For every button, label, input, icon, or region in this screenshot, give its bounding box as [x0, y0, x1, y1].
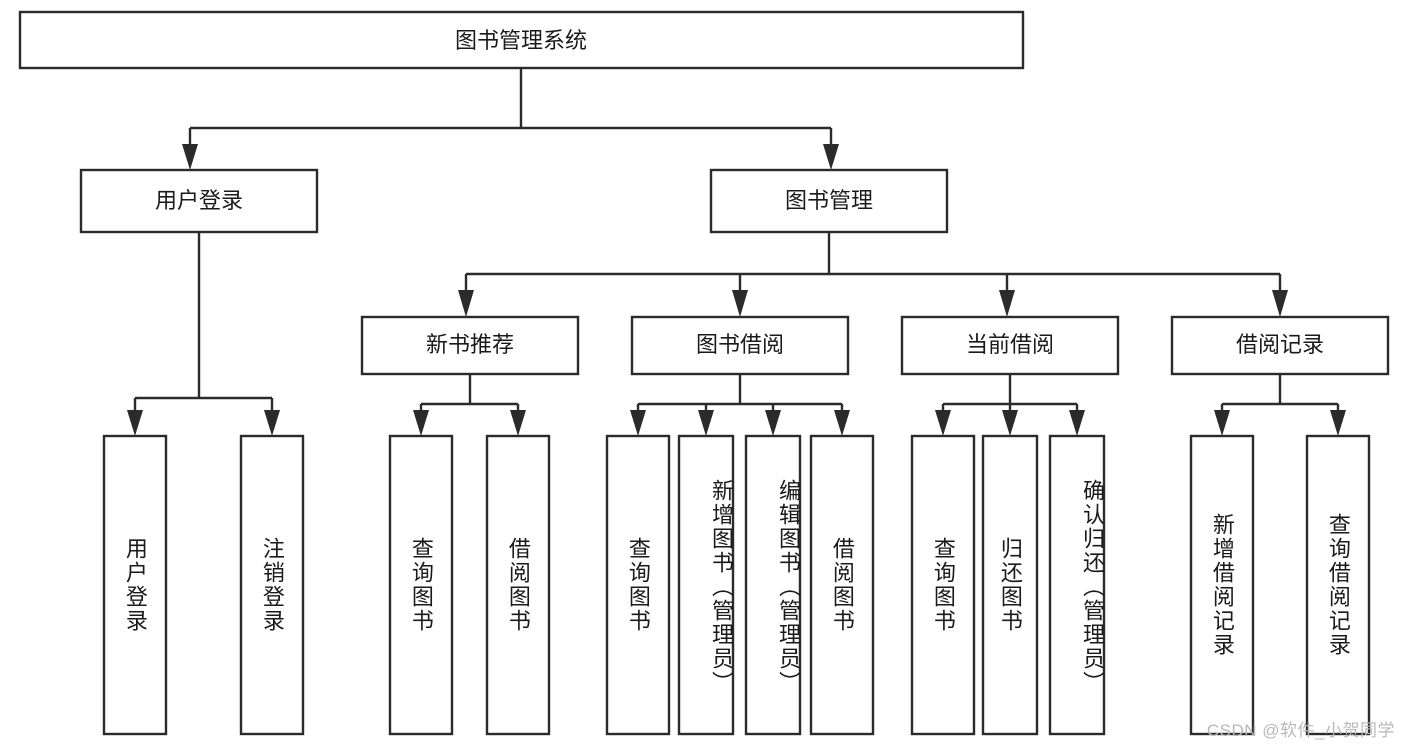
leaf-return-book[interactable] — [981, 434, 1039, 736]
node-label-borrow-record: 借阅记录 — [1236, 332, 1324, 357]
node-new-book-recommend[interactable]: 新书推荐 — [360, 315, 580, 376]
node-user-login[interactable]: 用户登录 — [79, 168, 319, 234]
leaf-query-book-current[interactable] — [910, 434, 976, 736]
node-book-management[interactable]: 图书管理 — [709, 168, 949, 234]
leaf-confirm-return-admin[interactable] — [1048, 434, 1106, 736]
connector-borrowrecord-to-leaves — [1214, 374, 1346, 436]
connector-currentborrow-to-leaves — [935, 374, 1085, 436]
node-label-new-book-recommend: 新书推荐 — [426, 332, 514, 357]
leaf-add-book-admin[interactable] — [677, 434, 735, 736]
watermark-text: CSDN @软件_小贺同学 — [1206, 721, 1395, 740]
node-label-current-borrow: 当前借阅 — [966, 332, 1054, 357]
node-current-borrow[interactable]: 当前借阅 — [900, 315, 1120, 376]
leaf-query-book-borrow[interactable] — [605, 434, 671, 736]
leaf-query-book-recommend[interactable] — [388, 434, 454, 736]
node-label-book-management: 图书管理 — [785, 188, 873, 213]
leaf-logout[interactable] — [239, 434, 305, 736]
node-label-user-login: 用户登录 — [155, 188, 243, 213]
connector-newbook-to-leaves — [413, 374, 526, 436]
node-book-management-system[interactable]: 图书管理系统 — [18, 10, 1025, 70]
leaf-add-borrow-record[interactable] — [1189, 434, 1255, 736]
leaf-query-borrow-record[interactable] — [1305, 434, 1371, 736]
connector-userlogin-to-leaves — [127, 232, 280, 436]
connector-bookmgmt-to-level3 — [458, 232, 1288, 317]
connector-bookborrow-to-leaves — [630, 374, 850, 436]
leaf-user-login[interactable] — [102, 434, 168, 736]
leaf-edit-book-admin[interactable] — [744, 434, 802, 736]
leaf-borrow-book-recommend[interactable] — [485, 434, 551, 736]
connector-root-to-level2 — [182, 68, 839, 170]
node-label-root: 图书管理系统 — [455, 28, 587, 53]
node-borrow-record[interactable]: 借阅记录 — [1170, 315, 1390, 376]
node-label-book-borrow: 图书借阅 — [696, 332, 784, 357]
node-book-borrow[interactable]: 图书借阅 — [630, 315, 850, 376]
leaf-borrow-book[interactable] — [809, 434, 875, 736]
